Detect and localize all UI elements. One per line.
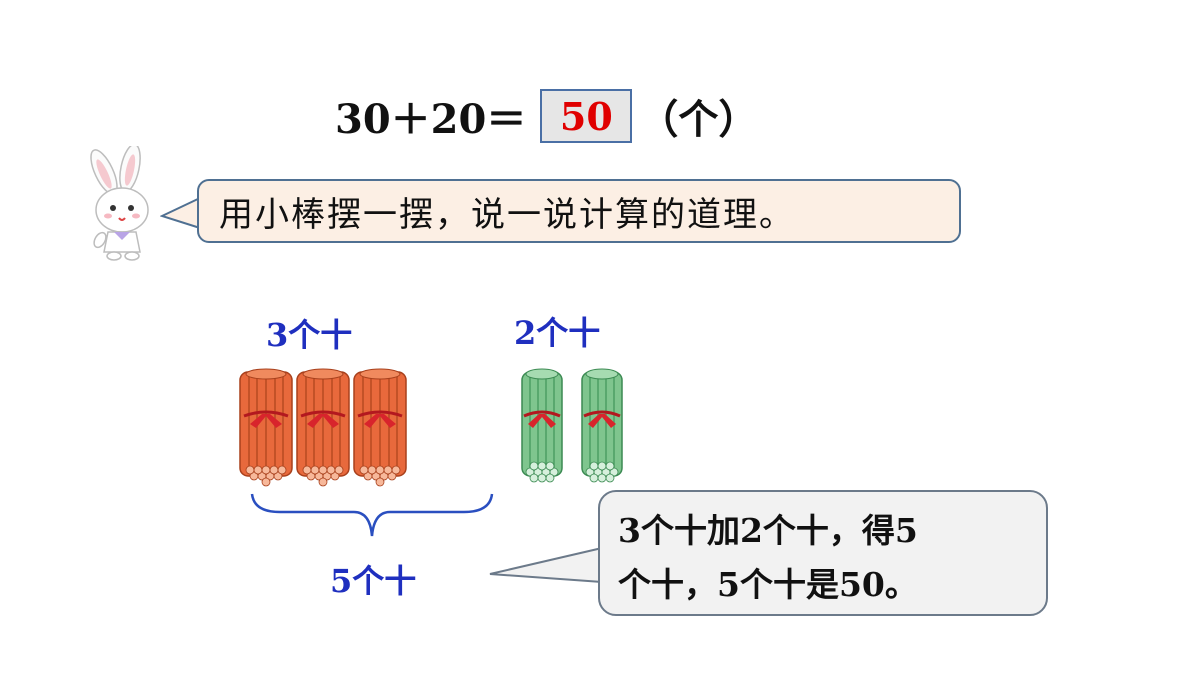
red-bundle-2 bbox=[295, 367, 351, 488]
speech-line-2: 个十，5个十是50。 bbox=[618, 565, 918, 604]
prompt-bubble-tail bbox=[160, 197, 201, 229]
answer-box[interactable]: 50 bbox=[540, 89, 633, 143]
equation-unit: （个） bbox=[638, 96, 759, 143]
red-bundle-1 bbox=[238, 367, 294, 488]
equation: 30＋20＝ 50 （个） bbox=[335, 86, 758, 146]
equation-left: 30＋20＝ bbox=[335, 96, 527, 143]
brace-icon bbox=[250, 493, 494, 537]
green-bundle-1 bbox=[520, 367, 564, 484]
speech-bubble-tail bbox=[489, 547, 603, 583]
speech-bubble: 3个十加2个十，得5 个十，5个十是50。 bbox=[598, 490, 1048, 616]
right-group-label: 2个十 bbox=[514, 314, 601, 352]
prompt-bubble: 用小棒摆一摆，说一说计算的道理。 bbox=[197, 179, 961, 243]
prompt-text: 用小棒摆一摆，说一说计算的道理。 bbox=[219, 194, 795, 235]
total-group-label: 5个十 bbox=[330, 562, 417, 600]
bunny-mascot-icon bbox=[90, 146, 149, 261]
stick-bundles bbox=[238, 367, 624, 488]
left-group-label: 3个十 bbox=[266, 316, 353, 354]
answer-value: 50 bbox=[559, 93, 613, 139]
speech-line-1: 3个十加2个十，得5 bbox=[618, 511, 918, 550]
red-bundle-3 bbox=[352, 367, 408, 488]
green-bundle-2 bbox=[580, 367, 624, 484]
